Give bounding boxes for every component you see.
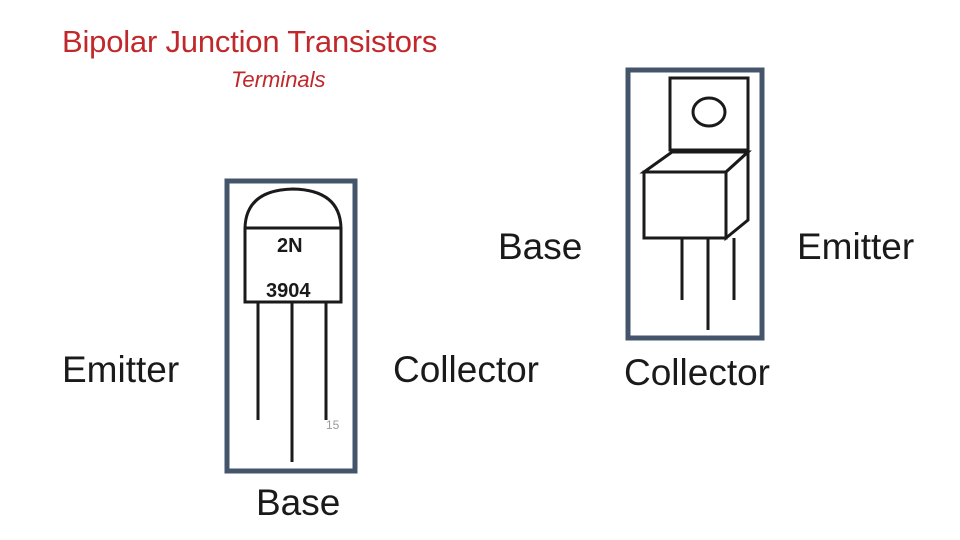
slide-title: Bipolar Junction Transistors <box>62 24 438 59</box>
to220-mounting-hole <box>691 96 727 128</box>
to92-label-collector: Collector <box>393 349 539 390</box>
to220-label-emitter: Emitter <box>797 226 915 267</box>
to92-frame <box>224 178 358 474</box>
slide-subtitle: Terminals <box>231 67 326 92</box>
page-number: 15 <box>326 418 340 432</box>
to220-label-base: Base <box>498 226 583 267</box>
to92-label-base: Base <box>256 482 341 523</box>
to92-marking-line2: 3904 <box>266 280 311 302</box>
to220-body-front <box>642 170 728 240</box>
to220-frame <box>625 67 765 341</box>
to92-marking-line1: 2N <box>277 235 303 257</box>
to220-label-collector: Collector <box>624 352 770 393</box>
to92-label-emitter: Emitter <box>62 349 180 390</box>
